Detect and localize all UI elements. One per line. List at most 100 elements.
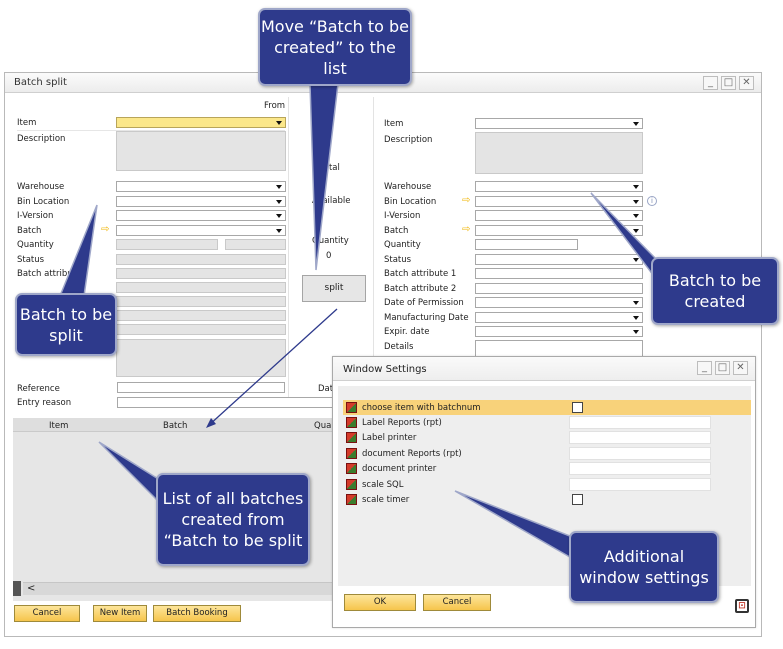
left-iversion-label: I-Version bbox=[17, 211, 54, 221]
grid-row-marker bbox=[13, 581, 21, 596]
left-warehouse-label: Warehouse bbox=[17, 182, 65, 192]
setting-icon bbox=[346, 402, 357, 413]
callout-list-all: List of all batches created from “Batch … bbox=[156, 473, 310, 566]
left-batch-label: Batch bbox=[17, 226, 42, 236]
left-description-label: Description bbox=[17, 134, 66, 144]
right-quantity-input[interactable] bbox=[475, 239, 578, 250]
link-arrow-icon[interactable]: ⇨ bbox=[462, 224, 471, 235]
batch-split-window: Batch split _ □ ✕ From Item Description … bbox=[4, 72, 762, 637]
entry-reason-input[interactable] bbox=[117, 397, 337, 408]
right-batch-select[interactable] bbox=[475, 225, 643, 236]
left-attr-field bbox=[116, 268, 286, 279]
settings-title-bar: Window Settings _ □ ✕ bbox=[333, 357, 755, 381]
to-panel: Item Description Warehouse Bin Location … bbox=[373, 97, 657, 397]
grid-col-item[interactable]: Item bbox=[49, 421, 69, 431]
link-arrow-icon[interactable]: ⇨ bbox=[462, 195, 471, 206]
left-details-field bbox=[116, 339, 286, 377]
left-quantity-field bbox=[116, 239, 218, 250]
date-label: Dat bbox=[318, 384, 334, 394]
left-iversion-select[interactable] bbox=[116, 210, 286, 221]
setting-row[interactable]: Label Reports (rpt) bbox=[343, 415, 751, 430]
left-status-field bbox=[116, 254, 286, 265]
setting-checkbox[interactable] bbox=[572, 402, 583, 413]
right-attr1-input[interactable] bbox=[475, 268, 643, 279]
setting-row[interactable]: scale SQL bbox=[343, 477, 751, 492]
setting-icon bbox=[346, 417, 357, 428]
resize-grip-icon[interactable]: ⊡ bbox=[735, 599, 749, 613]
middle-quantity-value: 0 bbox=[326, 251, 332, 261]
settings-cancel-button[interactable]: Cancel bbox=[423, 594, 491, 611]
callout-batch-created: Batch to be created bbox=[651, 257, 779, 325]
close-button[interactable]: ✕ bbox=[739, 76, 754, 90]
setting-value-input[interactable] bbox=[569, 416, 711, 429]
setting-value-input[interactable] bbox=[569, 478, 711, 491]
setting-row[interactable]: document printer bbox=[343, 461, 751, 476]
right-description-field bbox=[475, 132, 643, 174]
divider bbox=[17, 130, 285, 131]
grid-col-batch[interactable]: Batch bbox=[163, 421, 188, 431]
info-icon[interactable]: i bbox=[647, 196, 657, 206]
left-batch-select[interactable] bbox=[116, 225, 286, 236]
right-date-permission-select[interactable] bbox=[475, 297, 643, 308]
setting-row[interactable]: document Reports (rpt) bbox=[343, 446, 751, 461]
settings-maximize-button[interactable]: □ bbox=[715, 361, 730, 375]
from-panel: From Item Description Warehouse Bin Loca… bbox=[11, 97, 289, 397]
left-field-5 bbox=[116, 324, 286, 335]
setting-row[interactable]: Label printer bbox=[343, 430, 751, 445]
reference-input[interactable] bbox=[117, 382, 285, 393]
left-attr2-field bbox=[116, 282, 286, 293]
right-bin-select[interactable] bbox=[475, 196, 643, 207]
new-item-button[interactable]: New Item bbox=[93, 605, 147, 622]
right-expir-date-select[interactable] bbox=[475, 326, 643, 337]
setting-label: document printer bbox=[362, 464, 437, 474]
settings-minimize-button[interactable]: _ bbox=[697, 361, 712, 375]
left-description-field bbox=[116, 131, 286, 171]
split-button[interactable]: split bbox=[302, 275, 366, 302]
left-field-3 bbox=[116, 296, 286, 307]
right-warehouse-select[interactable] bbox=[475, 181, 643, 192]
setting-row[interactable]: scale timer bbox=[343, 492, 751, 507]
grid-col-quantity[interactable]: Qua bbox=[314, 421, 332, 431]
grid-header: Item Batch Qua bbox=[13, 418, 379, 432]
window-title: Batch split bbox=[14, 77, 67, 88]
right-iversion-select[interactable] bbox=[475, 210, 643, 221]
right-batch-label: Batch bbox=[384, 226, 409, 236]
horizontal-scrollbar[interactable]: < bbox=[23, 582, 379, 595]
setting-icon bbox=[346, 463, 357, 474]
middle-quantity-label: Quantity bbox=[312, 236, 349, 246]
reference-label: Reference bbox=[17, 384, 60, 394]
cancel-button[interactable]: Cancel bbox=[14, 605, 80, 622]
right-status-select[interactable] bbox=[475, 254, 643, 265]
setting-value-input[interactable] bbox=[569, 447, 711, 460]
left-status-label: Status bbox=[17, 255, 45, 265]
right-mfg-date-label: Manufacturing Date bbox=[384, 313, 469, 323]
right-attr1-label: Batch attribute 1 bbox=[384, 269, 457, 279]
setting-value-input[interactable] bbox=[569, 462, 711, 475]
scroll-left-icon[interactable]: < bbox=[27, 583, 36, 594]
setting-value-input[interactable] bbox=[569, 431, 711, 444]
link-arrow-icon[interactable]: ⇨ bbox=[101, 224, 110, 235]
setting-row[interactable]: choose item with batchnum bbox=[343, 400, 751, 415]
settings-ok-button[interactable]: OK bbox=[344, 594, 416, 611]
right-quantity-label: Quantity bbox=[384, 240, 421, 250]
setting-label: scale timer bbox=[362, 495, 410, 505]
right-attr2-input[interactable] bbox=[475, 283, 643, 294]
right-item-label: Item bbox=[384, 119, 404, 129]
left-warehouse-select[interactable] bbox=[116, 181, 286, 192]
minimize-button[interactable]: _ bbox=[703, 76, 718, 90]
setting-icon bbox=[346, 479, 357, 490]
right-mfg-date-select[interactable] bbox=[475, 312, 643, 323]
maximize-button[interactable]: □ bbox=[721, 76, 736, 90]
left-item-select[interactable] bbox=[116, 117, 286, 128]
from-header: From bbox=[264, 101, 286, 111]
batch-booking-button[interactable]: Batch Booking bbox=[153, 605, 241, 622]
setting-label: Label printer bbox=[362, 433, 417, 443]
right-item-select[interactable] bbox=[475, 118, 643, 129]
callout-move: Move “Batch to be created” to the list bbox=[258, 8, 412, 86]
right-attr2-label: Batch attribute 2 bbox=[384, 284, 457, 294]
left-quantity-label: Quantity bbox=[17, 240, 54, 250]
settings-close-button[interactable]: ✕ bbox=[733, 361, 748, 375]
setting-checkbox[interactable] bbox=[572, 494, 583, 505]
left-bin-label: Bin Location bbox=[17, 197, 70, 207]
left-bin-select[interactable] bbox=[116, 196, 286, 207]
